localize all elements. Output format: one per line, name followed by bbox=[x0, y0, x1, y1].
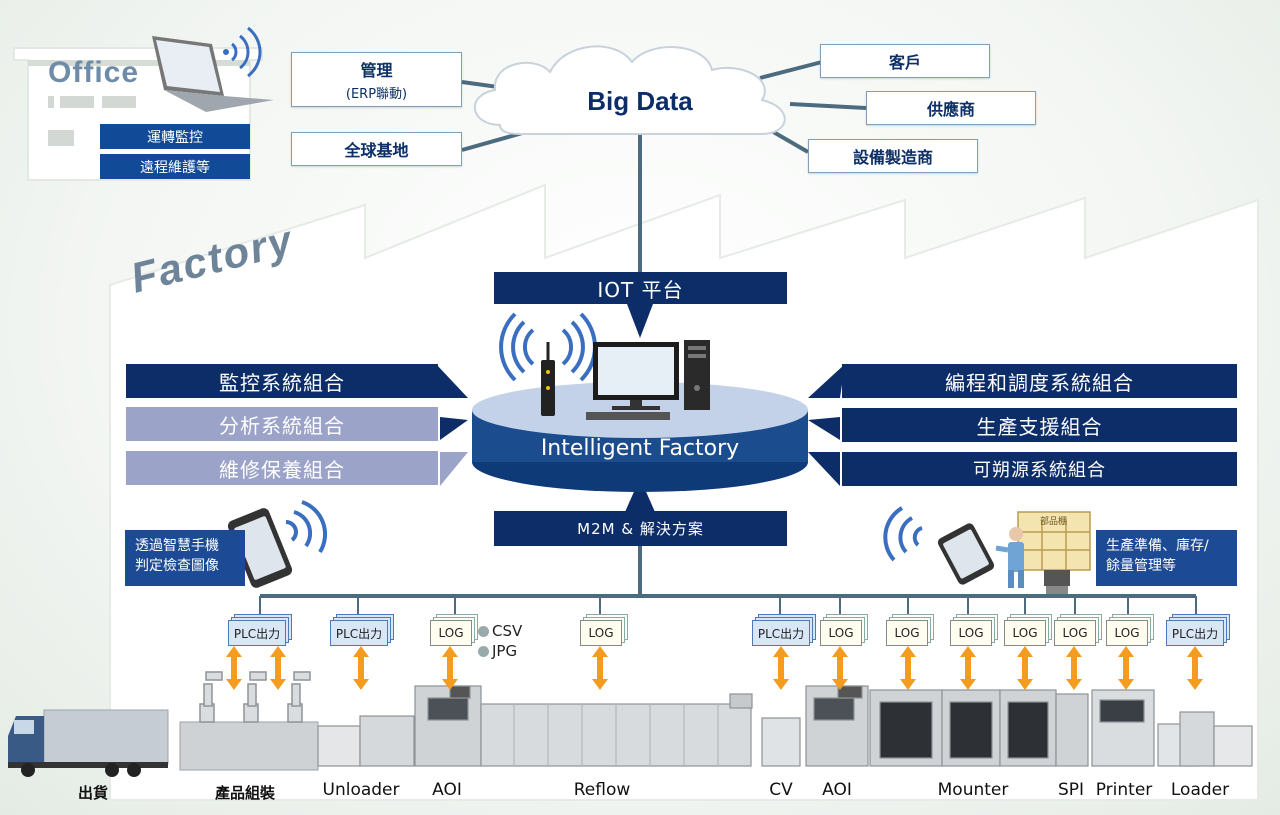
intelligent-factory-label: Intelligent Factory bbox=[540, 436, 740, 461]
arrow-icon bbox=[353, 646, 369, 690]
log-doc-aoi: LOG bbox=[430, 620, 472, 646]
customer-node: 客戶 bbox=[820, 44, 990, 78]
truck-icon bbox=[8, 709, 169, 777]
prep-note: 生產準備、庫存/ 餘量管理等 bbox=[1096, 530, 1237, 586]
customer-label: 客戶 bbox=[888, 53, 921, 72]
office-button-remote-maintenance[interactable]: 遠程維護等 bbox=[100, 154, 250, 179]
supplier-label: 供應商 bbox=[926, 100, 975, 119]
log-doc-mounter-1: LOG bbox=[886, 620, 928, 646]
plc-doc-assembly: PLC出力 bbox=[228, 620, 286, 646]
label-shipping: 出貨 bbox=[77, 784, 109, 802]
office-button-monitoring[interactable]: 運轉監控 bbox=[100, 124, 250, 149]
arrow-icon bbox=[900, 646, 916, 690]
programming-scheduling-system: 編程和調度系統組合 bbox=[842, 364, 1237, 398]
management-node: 管理 (ERP聯動) bbox=[291, 52, 462, 107]
label-printer: Printer bbox=[1095, 780, 1153, 800]
label-mounter: Mounter bbox=[937, 780, 1009, 800]
equipment-maker-label: 設備製造商 bbox=[852, 148, 933, 167]
arrow-icon bbox=[773, 646, 789, 690]
prep-note-line2: 餘量管理等 bbox=[1106, 558, 1176, 574]
arrow-icon bbox=[1066, 646, 1082, 690]
log-doc-reflow: LOG bbox=[580, 620, 622, 646]
arrow-icon bbox=[442, 646, 458, 690]
assembly-robots bbox=[179, 671, 319, 771]
label-aoi: AOI bbox=[432, 780, 462, 800]
production-support-system: 生產支援組合 bbox=[842, 408, 1237, 442]
arrow-icon bbox=[1017, 646, 1033, 690]
cloud-shape bbox=[474, 45, 786, 136]
arrow-icon bbox=[1118, 646, 1134, 690]
smartphone-note-line1: 透過智慧手機 bbox=[135, 538, 219, 554]
arrow-icon bbox=[960, 646, 976, 690]
m2m-bar: M2M & 解決方案 bbox=[494, 511, 787, 546]
intelligent-factory-disc bbox=[472, 382, 808, 492]
plc-doc-unloader: PLC出力 bbox=[330, 620, 388, 646]
management-sub: (ERP聯動) bbox=[345, 87, 408, 102]
arrow-icon bbox=[1187, 646, 1203, 690]
traceability-system: 可朔源系統組合 bbox=[842, 452, 1237, 486]
monitoring-system: 監控系統組合 bbox=[126, 364, 438, 398]
hub-arrows bbox=[436, 304, 845, 512]
log-doc-printer: LOG bbox=[1106, 620, 1148, 646]
label-unloader: Unloader bbox=[322, 780, 400, 800]
arrow-icon bbox=[832, 646, 848, 690]
label-loader: Loader bbox=[1170, 780, 1230, 800]
laptop-icon bbox=[152, 26, 274, 112]
plc-doc-loader: PLC出力 bbox=[1166, 620, 1224, 646]
log-doc-spi: LOG bbox=[1054, 620, 1096, 646]
computer-icon bbox=[586, 340, 710, 420]
log-doc-mounter-3: LOG bbox=[1004, 620, 1046, 646]
parts-shelf-label: 部品棚 bbox=[1040, 517, 1068, 527]
log-doc-mounter-2: LOG bbox=[950, 620, 992, 646]
plc-doc-cv: PLC出力 bbox=[752, 620, 810, 646]
production-prep-illustration bbox=[883, 506, 1091, 594]
csv-label: CSV bbox=[478, 622, 522, 640]
log-doc-aoi-2: LOG bbox=[820, 620, 862, 646]
label-reflow: Reflow bbox=[573, 780, 631, 800]
supplier-node: 供應商 bbox=[866, 91, 1036, 125]
label-aoi-2: AOI bbox=[822, 780, 852, 800]
big-data-label: Big Data bbox=[587, 86, 693, 116]
arrow-icon bbox=[226, 646, 242, 690]
smartphone-note: 透過智慧手機 判定檢查圖像 bbox=[125, 530, 245, 586]
smartphone-note-line2: 判定檢查圖像 bbox=[135, 558, 219, 574]
management-label: 管理 bbox=[360, 61, 393, 80]
iot-platform-bar: IOT 平台 bbox=[494, 272, 787, 304]
label-assembly: 產品組裝 bbox=[214, 784, 276, 802]
label-cv: CV bbox=[769, 780, 793, 800]
analysis-system: 分析系統組合 bbox=[126, 407, 438, 441]
equipment-maker-node: 設備製造商 bbox=[808, 139, 978, 173]
jpg-label: JPG bbox=[478, 642, 517, 660]
arrow-icon bbox=[270, 646, 286, 690]
drop-lines bbox=[259, 596, 1197, 614]
production-line bbox=[317, 685, 1253, 767]
router-icon bbox=[541, 342, 555, 416]
smartphone-icon bbox=[227, 500, 328, 588]
global-base-node: 全球基地 bbox=[291, 132, 462, 166]
office-title: Office bbox=[48, 56, 140, 89]
prep-note-line1: 生產準備、庫存/ bbox=[1106, 538, 1209, 554]
global-base-label: 全球基地 bbox=[344, 141, 409, 160]
arrow-icon bbox=[592, 646, 608, 690]
label-spi: SPI bbox=[1057, 780, 1085, 800]
maintenance-system: 維修保養組合 bbox=[126, 451, 438, 485]
